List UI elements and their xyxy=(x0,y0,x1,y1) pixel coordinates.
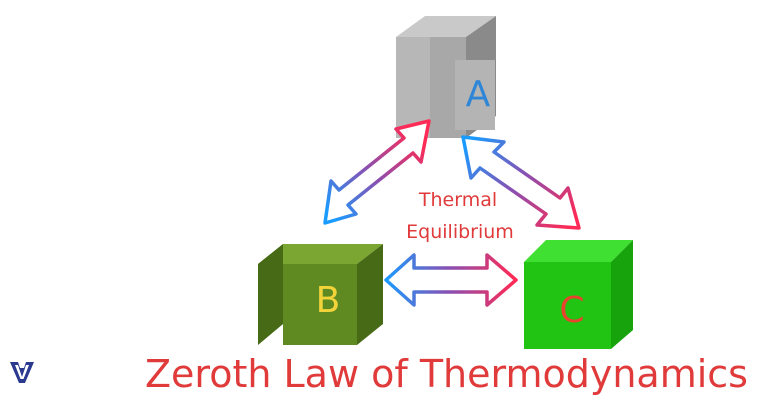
cube-c: C xyxy=(524,240,633,349)
cube-a-front-shade xyxy=(396,37,430,138)
page-title: Zeroth Law of Thermodynamics xyxy=(145,352,748,396)
arrow-b-c xyxy=(384,253,518,307)
cube-b-front-face xyxy=(283,264,357,345)
cube-b-right-side xyxy=(357,244,383,345)
cube-c-letter: C xyxy=(559,290,584,331)
cube-c-front xyxy=(524,262,611,349)
arrow-a-b xyxy=(323,119,431,225)
cube-b-letter: B xyxy=(316,280,341,321)
cube-b: B xyxy=(258,244,383,345)
cube-a-front xyxy=(396,37,466,138)
center-label-line2: Equilibrium xyxy=(406,221,514,243)
cube-c-top xyxy=(524,240,633,262)
center-label-line1: Thermal xyxy=(418,189,497,211)
cube-c-side xyxy=(611,240,633,349)
cube-b-top xyxy=(258,244,383,264)
cube-a-letter: A xyxy=(466,74,491,115)
cube-b-side xyxy=(258,244,283,345)
cube-a-top xyxy=(396,16,496,37)
cube-a-face-highlight xyxy=(455,60,495,130)
arrow-a-c xyxy=(461,135,581,230)
v-logo-icon xyxy=(10,362,34,383)
cube-a: A xyxy=(396,16,496,138)
